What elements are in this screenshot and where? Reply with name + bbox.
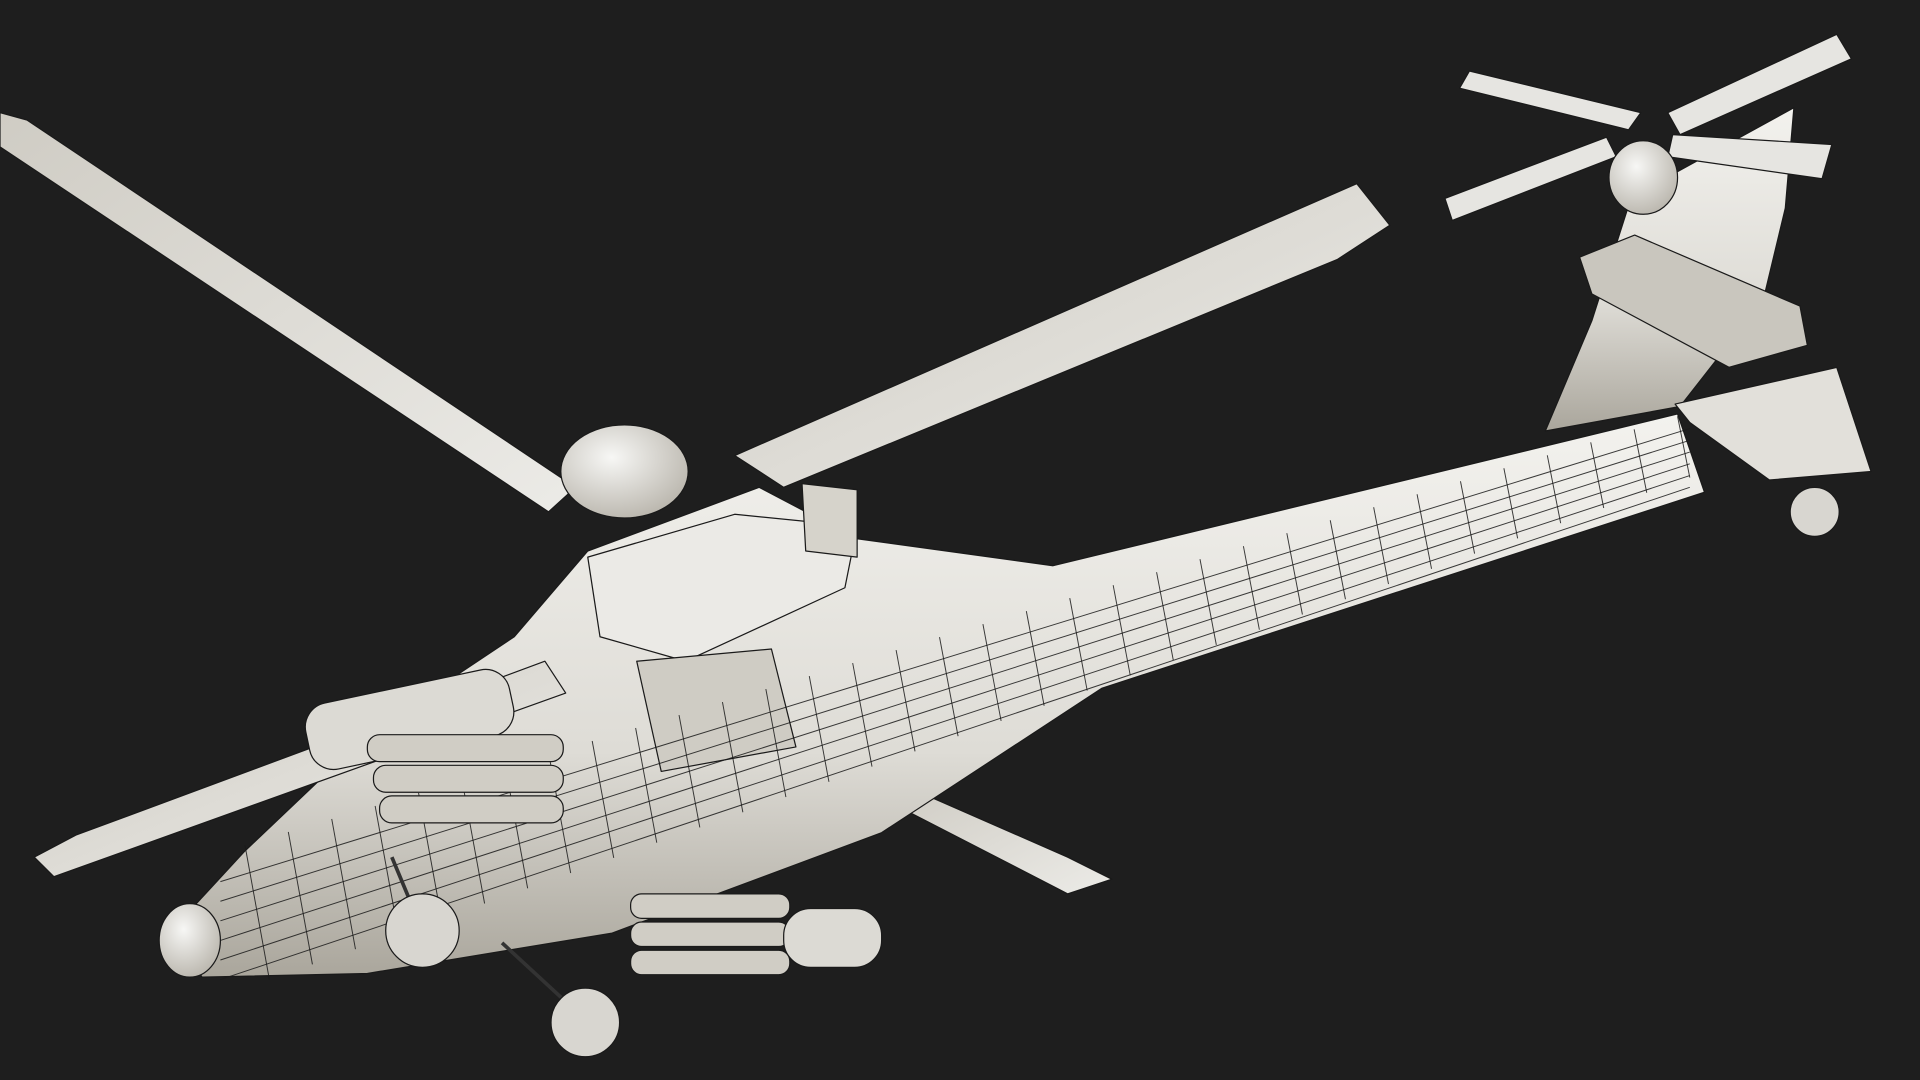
mesh-line xyxy=(1329,520,1346,600)
mesh-line xyxy=(1199,559,1217,645)
mesh-line xyxy=(1633,429,1648,493)
mesh-line xyxy=(1677,416,1691,478)
main-rotor-blades xyxy=(0,112,1391,895)
mesh-line xyxy=(765,688,787,798)
mesh-line xyxy=(852,662,873,767)
mesh-line xyxy=(1242,546,1260,630)
stabilizer-lower xyxy=(1674,366,1872,481)
tail-section xyxy=(1444,33,1872,537)
mesh-line xyxy=(220,439,1690,902)
mesh-line xyxy=(939,637,959,737)
mesh-line xyxy=(1590,442,1605,509)
tail-wheel xyxy=(1789,486,1840,537)
weapon-pylons xyxy=(158,668,883,978)
mesh-line xyxy=(1546,455,1562,524)
mesh-line xyxy=(1416,494,1433,569)
mesh-line xyxy=(287,831,313,965)
landing-gear xyxy=(385,856,621,1058)
mesh-line xyxy=(1156,572,1174,661)
rotor-blade-upper-right xyxy=(734,183,1391,488)
mesh-line xyxy=(1503,468,1519,539)
mesh-line xyxy=(244,844,270,980)
mesh-line xyxy=(982,624,1002,722)
mesh-line xyxy=(808,675,830,782)
radar-dome xyxy=(560,424,689,519)
exhaust xyxy=(801,483,858,558)
mesh-line xyxy=(220,451,1690,922)
mesh-line xyxy=(1112,585,1131,676)
rotor-blade-upper-left xyxy=(0,112,577,513)
mesh-line xyxy=(331,818,356,950)
mesh-line xyxy=(895,650,916,752)
tail-rotor xyxy=(1444,33,1853,222)
mesh-line xyxy=(1460,481,1476,554)
mesh-line xyxy=(1286,533,1303,615)
engine-nacelle xyxy=(587,513,858,662)
mesh-line xyxy=(591,740,615,858)
mesh-line xyxy=(1373,507,1389,585)
horizontal-stabilizer xyxy=(1578,234,1808,368)
mesh-line xyxy=(1025,611,1045,706)
